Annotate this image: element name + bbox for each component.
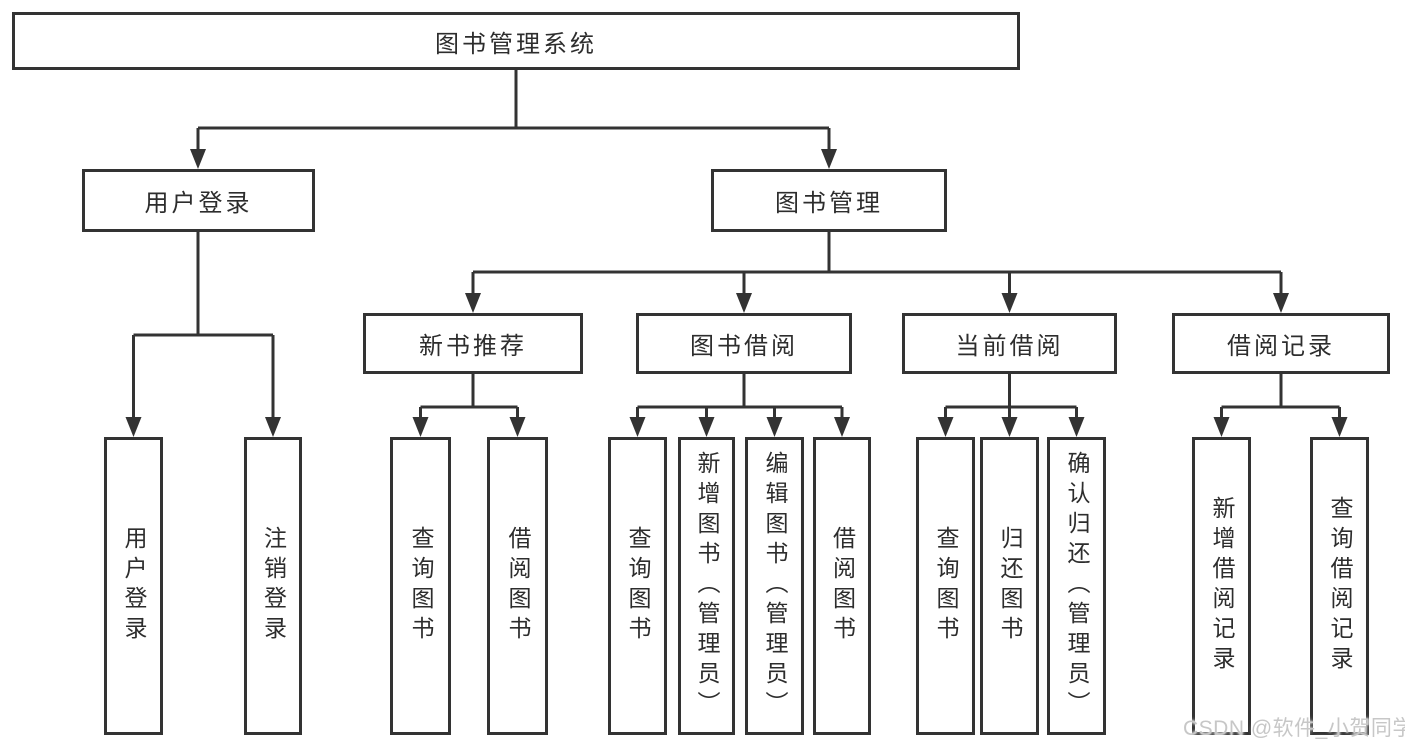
csdn-watermark: CSDN @软件_小贺同学: [1183, 717, 1405, 740]
leaf-add-books-admin: 新增图书（管理员）: [678, 437, 735, 735]
node-user-login: 用户登录: [82, 169, 315, 232]
leaf-return-books: 归还图书: [980, 437, 1039, 735]
leaf-edit-books-admin: 编辑图书（管理员）: [745, 437, 804, 735]
node-borrowing-records: 借阅记录: [1172, 313, 1390, 374]
leaf-query-borrow-record: 查询借阅记录: [1310, 437, 1369, 735]
node-new-book-recommendation: 新书推荐: [363, 313, 583, 374]
leaf-query-books-recommend: 查询图书: [390, 437, 451, 735]
leaf-add-borrow-record: 新增借阅记录: [1192, 437, 1251, 735]
leaf-query-books-borrowing: 查询图书: [608, 437, 667, 735]
leaf-logout: 注销登录: [244, 437, 302, 735]
leaf-borrow-books-recommend: 借阅图书: [487, 437, 548, 735]
leaf-query-books-current: 查询图书: [916, 437, 975, 735]
node-current-borrowing: 当前借阅: [902, 313, 1117, 374]
node-book-borrowing: 图书借阅: [636, 313, 852, 374]
leaf-user-login: 用户登录: [104, 437, 163, 735]
node-library-management-system: 图书管理系统: [12, 12, 1020, 70]
leaf-confirm-return-admin: 确认归还（管理员）: [1047, 437, 1106, 735]
node-book-management: 图书管理: [711, 169, 947, 232]
leaf-borrow-books: 借阅图书: [813, 437, 871, 735]
